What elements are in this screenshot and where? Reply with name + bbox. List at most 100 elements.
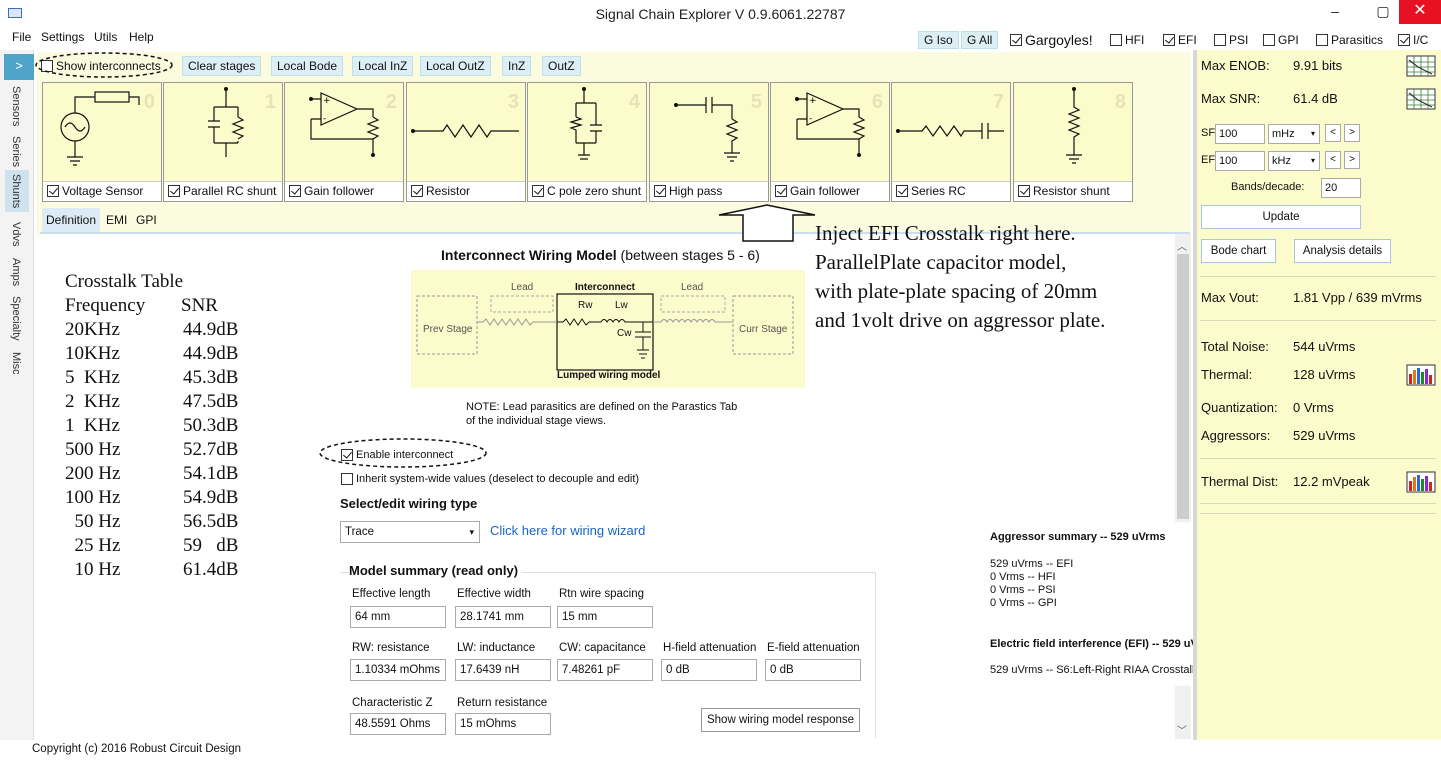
parallel-rc-shunt-icon bbox=[208, 87, 245, 157]
menu-utils[interactable]: Utils bbox=[94, 30, 118, 44]
side-tab-shunts[interactable]: Shunts bbox=[10, 174, 22, 209]
svg-text:-: - bbox=[323, 114, 326, 124]
psi-toggle[interactable]: PSI bbox=[1214, 32, 1248, 47]
wiring-model-heading-bold: Interconnect Wiring Model bbox=[441, 247, 617, 263]
stage-number: 2 bbox=[385, 91, 397, 113]
menu-help[interactable]: Help bbox=[129, 30, 154, 44]
side-tab-specialty[interactable]: Specialty bbox=[10, 296, 22, 341]
crosstalk-freq: 10KHz bbox=[65, 343, 120, 364]
table-icon[interactable] bbox=[1406, 88, 1436, 110]
sf-input[interactable]: 100 bbox=[1215, 124, 1265, 144]
menu-settings[interactable]: Settings bbox=[41, 30, 85, 44]
g-iso-button[interactable]: G Iso bbox=[918, 31, 959, 49]
stage-label: Voltage Sensor bbox=[62, 184, 144, 199]
sf-increase-button[interactable]: > bbox=[1344, 124, 1360, 142]
stage-3[interactable]: 3 Resistor bbox=[406, 82, 526, 202]
side-tab-vdvs[interactable]: Vdvs bbox=[10, 222, 22, 247]
close-button[interactable]: ✕ bbox=[1399, 0, 1441, 24]
table-icon[interactable] bbox=[1406, 55, 1436, 77]
tab-emi[interactable]: EMI bbox=[106, 213, 128, 227]
gargoyles-label: Gargoyles! bbox=[1025, 32, 1093, 48]
ic-checkbox[interactable] bbox=[1398, 33, 1410, 46]
gargoyles-toggle[interactable]: Gargoyles! bbox=[1010, 32, 1093, 48]
stage-0[interactable]: 0 Voltage Sensor bbox=[42, 82, 162, 202]
efi-toggle[interactable]: EFI bbox=[1163, 32, 1197, 47]
inherit-values-checkbox[interactable] bbox=[341, 472, 353, 485]
wiring-type-select[interactable]: Trace ▾ bbox=[340, 521, 480, 543]
minimize-button[interactable]: – bbox=[1331, 3, 1339, 19]
maximize-button[interactable]: ▢ bbox=[1376, 3, 1390, 19]
tab-definition[interactable]: Definition bbox=[42, 208, 101, 232]
gargoyles-checkbox[interactable] bbox=[1010, 34, 1022, 46]
tab-gpi[interactable]: GPI bbox=[136, 213, 157, 227]
annotation-line: and 1volt drive on aggressor plate. bbox=[815, 308, 1106, 332]
stage-4[interactable]: 4 C pole zero shunt bbox=[527, 82, 647, 202]
analysis-details-button[interactable]: Analysis details bbox=[1294, 239, 1391, 263]
stage-5[interactable]: 5 High pass bbox=[649, 82, 769, 202]
stage-enable-checkbox[interactable] bbox=[47, 185, 59, 198]
side-tab-series[interactable]: Series bbox=[10, 136, 22, 168]
stage-6[interactable]: + - 6 Gain follower bbox=[770, 82, 890, 202]
stage-enable-checkbox[interactable] bbox=[1018, 185, 1030, 198]
sf-decrease-button[interactable]: < bbox=[1325, 124, 1341, 142]
scroll-up-icon[interactable]: ︿ bbox=[1177, 242, 1187, 253]
wiring-wizard-link[interactable]: Click here for wiring wizard bbox=[490, 523, 646, 538]
bar-chart-icon[interactable] bbox=[1406, 471, 1436, 493]
enable-interconnect-toggle[interactable]: Enable interconnect bbox=[341, 447, 453, 461]
efi-checkbox[interactable] bbox=[1163, 33, 1175, 46]
scrollbar-thumb[interactable] bbox=[1177, 254, 1189, 519]
stage-enable-checkbox[interactable] bbox=[775, 185, 787, 198]
stage-2[interactable]: + - 2 Gain follower bbox=[284, 82, 404, 202]
app-icon[interactable] bbox=[8, 8, 22, 18]
bar-chart-icon[interactable] bbox=[1406, 364, 1436, 386]
stage-enable-checkbox[interactable] bbox=[289, 185, 301, 198]
stage-enable-checkbox[interactable] bbox=[532, 185, 544, 198]
show-wiring-response-button[interactable]: Show wiring model response bbox=[701, 708, 860, 732]
outz-button[interactable]: OutZ bbox=[542, 56, 581, 76]
rail-expand-button[interactable]: > bbox=[4, 54, 34, 80]
inherit-values-toggle[interactable]: Inherit system-wide values (deselect to … bbox=[341, 471, 639, 485]
max-enob-label: Max ENOB: bbox=[1201, 58, 1270, 73]
local-bode-button[interactable]: Local Bode bbox=[271, 56, 344, 76]
local-outz-button[interactable]: Local OutZ bbox=[420, 56, 491, 76]
sf-unit-select[interactable]: mHz▾ bbox=[1268, 124, 1320, 144]
menu-file[interactable]: File bbox=[12, 30, 32, 44]
stage-1[interactable]: 1 Parallel RC shunt bbox=[163, 82, 283, 202]
side-tab-sensors[interactable]: Sensors bbox=[10, 86, 22, 127]
crosstalk-freq: 2 KHz bbox=[65, 391, 120, 412]
parasitics-toggle[interactable]: Parasitics bbox=[1316, 32, 1383, 47]
side-tab-amps[interactable]: Amps bbox=[10, 258, 22, 287]
wiring-type-value: Trace bbox=[345, 526, 374, 538]
stage-enable-checkbox[interactable] bbox=[168, 185, 180, 198]
stage-enable-checkbox[interactable] bbox=[654, 185, 666, 198]
ef-input[interactable]: 100 bbox=[1215, 151, 1265, 171]
stage-7[interactable]: 7 Series RC bbox=[891, 82, 1011, 202]
hfi-checkbox[interactable] bbox=[1110, 33, 1122, 46]
panel-divider bbox=[1200, 513, 1436, 514]
local-inz-button[interactable]: Local InZ bbox=[352, 56, 414, 76]
scroll-down-icon[interactable]: ﹀ bbox=[1177, 726, 1187, 737]
inz-button[interactable]: InZ bbox=[502, 56, 532, 76]
show-interconnects-label: Show interconnects bbox=[56, 58, 161, 73]
psi-checkbox[interactable] bbox=[1214, 33, 1226, 46]
ic-toggle[interactable]: I/C bbox=[1398, 32, 1428, 47]
hfi-toggle[interactable]: HFI bbox=[1110, 32, 1144, 47]
update-button[interactable]: Update bbox=[1201, 205, 1361, 229]
clear-stages-button[interactable]: Clear stages bbox=[182, 56, 262, 76]
bode-chart-button[interactable]: Bode chart bbox=[1201, 239, 1276, 263]
stage-enable-checkbox[interactable] bbox=[896, 185, 908, 198]
enable-interconnect-checkbox[interactable] bbox=[341, 448, 353, 461]
stage-enable-checkbox[interactable] bbox=[411, 185, 423, 198]
ef-unit-select[interactable]: kHz▾ bbox=[1268, 151, 1320, 171]
stage-8[interactable]: 8 Resistor shunt bbox=[1013, 82, 1133, 202]
gpi-checkbox[interactable] bbox=[1263, 33, 1275, 46]
bands-per-decade-input[interactable]: 20 bbox=[1321, 178, 1361, 198]
g-all-button[interactable]: G All bbox=[961, 31, 999, 49]
side-tab-misc[interactable]: Misc bbox=[10, 352, 22, 375]
gpi-toggle[interactable]: GPI bbox=[1263, 32, 1299, 47]
ef-increase-button[interactable]: > bbox=[1344, 151, 1360, 169]
ef-decrease-button[interactable]: < bbox=[1325, 151, 1341, 169]
gpi-label: GPI bbox=[1278, 32, 1299, 47]
parasitics-checkbox[interactable] bbox=[1316, 33, 1328, 46]
